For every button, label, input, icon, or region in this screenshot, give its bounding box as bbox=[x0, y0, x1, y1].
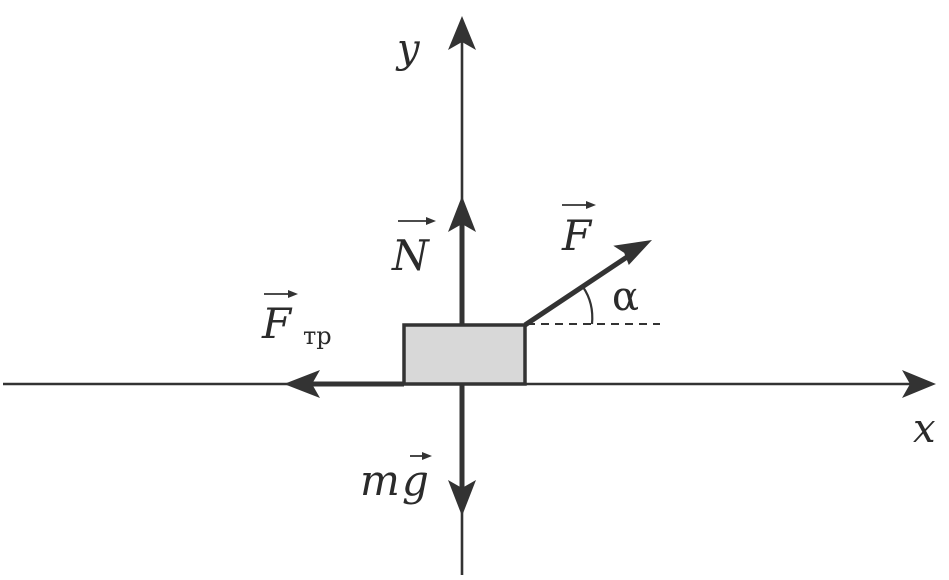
gravity-arrowhead bbox=[448, 480, 476, 516]
x-axis-arrowhead bbox=[902, 370, 936, 398]
applied-force-arrowhead bbox=[613, 240, 652, 265]
friction-force-subscript: тр bbox=[303, 322, 332, 350]
gravity-vector bbox=[448, 384, 476, 516]
angle-arc bbox=[582, 286, 594, 325]
friction-force-label: F bbox=[261, 299, 293, 348]
y-axis-label: y bbox=[395, 26, 421, 72]
gravity-vector-bar bbox=[410, 452, 432, 460]
friction-force-arrowhead bbox=[284, 370, 320, 398]
normal-force-label: N bbox=[391, 231, 430, 280]
applied-force-vector-bar bbox=[562, 201, 596, 209]
angle-label: α bbox=[612, 274, 639, 320]
applied-force-vector bbox=[523, 240, 652, 328]
normal-force-vector bbox=[448, 196, 476, 325]
friction-force-vector bbox=[284, 370, 404, 398]
block bbox=[402, 323, 527, 386]
y-axis-arrowhead bbox=[448, 16, 476, 50]
gravity-mass-label: m bbox=[360, 456, 400, 505]
applied-force-label: F bbox=[561, 211, 593, 260]
normal-force-arrowhead bbox=[448, 196, 476, 232]
normal-force-vector-bar bbox=[398, 217, 436, 225]
gravity-g-label: g bbox=[402, 456, 429, 505]
friction-force-vector-bar bbox=[264, 290, 298, 298]
x-axis-label: x bbox=[913, 406, 936, 452]
